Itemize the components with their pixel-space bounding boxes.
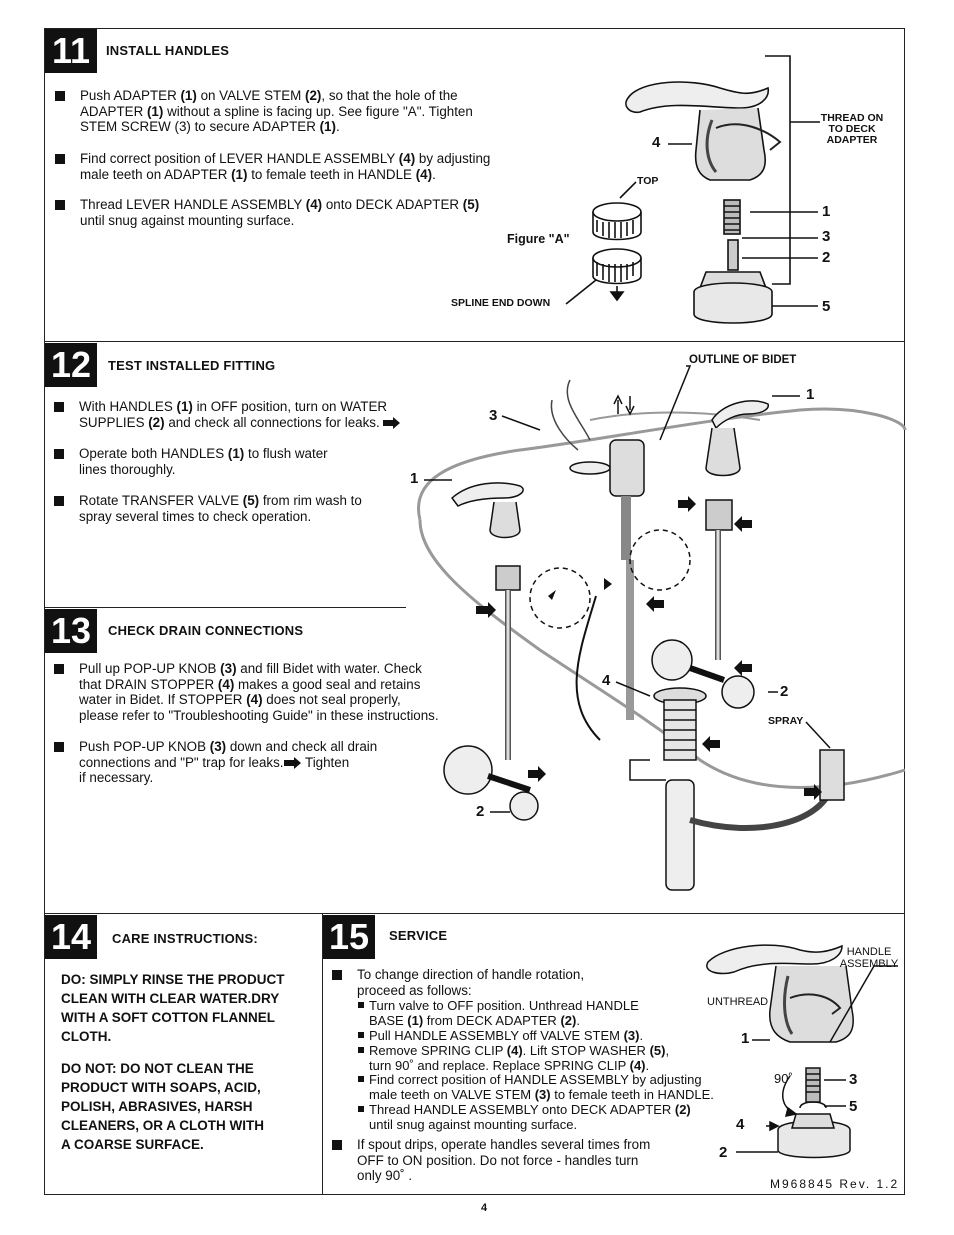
s15-sub-1: Turn valve to OFF position. Unthread HAN…: [358, 998, 709, 1028]
leak-arrow-icon: [283, 757, 301, 770]
step-title-15: SERVICE: [389, 928, 448, 943]
s13-bullet-1: Pull up POP-UP KNOB (3) and fill Bidet w…: [54, 661, 499, 723]
step-number-14: 14: [45, 915, 97, 959]
step-number-15: 15: [323, 915, 375, 959]
s12-bullet-2: Operate both HANDLES (1) to flush water …: [54, 446, 419, 477]
step-number-11: 11: [45, 29, 97, 73]
s15-sub-2: Pull HANDLE ASSEMBLY off VALVE STEM (3).: [358, 1028, 709, 1043]
step-title-14: CARE INSTRUCTIONS:: [112, 931, 258, 946]
bullet-square: [55, 200, 65, 210]
document-code: M968845 Rev. 1.2: [770, 1177, 900, 1191]
s12-bullet-3: Rotate TRANSFER VALVE (5) from rim wash …: [54, 493, 419, 524]
s11-bullet-3: Thread LEVER HANDLE ASSEMBLY (4) onto DE…: [55, 197, 550, 228]
bullet-square: [55, 91, 65, 101]
callout-3: 3: [849, 1071, 858, 1088]
label-outline-of-bidet: OUTLINE OF BIDET: [689, 354, 797, 366]
step-number-12: 12: [45, 343, 97, 387]
divider-13-14: [44, 913, 905, 914]
page-number: 4: [481, 1202, 488, 1214]
callout-4: 4: [652, 134, 661, 151]
bullet-square: [54, 449, 64, 459]
s12-bullet-1: With HANDLES (1) in OFF position, turn o…: [54, 399, 439, 430]
bullet-square: [332, 1140, 342, 1150]
sub-bullet: [358, 1076, 364, 1082]
step-title-13: CHECK DRAIN CONNECTIONS: [108, 623, 304, 638]
bullet-square: [55, 154, 65, 164]
leak-arrow-icon: [383, 417, 401, 430]
divider-14-15: [322, 913, 323, 1195]
page-frame: [44, 28, 905, 1195]
s15-sub-5: Thread HANDLE ASSEMBLY onto DECK ADAPTER…: [358, 1102, 729, 1132]
s15-sub-4: Find correct position of HANDLE ASSEMBLY…: [358, 1072, 769, 1102]
divider-11-12: [44, 341, 905, 342]
callout-1: 1: [822, 203, 831, 220]
s15-bullet-2: If spout drips, operate handles several …: [332, 1137, 697, 1184]
bullet-square: [54, 664, 64, 674]
label-handle-assembly: HANDLE ASSEMBLY: [839, 946, 899, 970]
sub-bullet: [358, 1047, 364, 1053]
callout-2-left: 2: [476, 803, 485, 820]
callout-2: 2: [719, 1144, 728, 1161]
bullet-square: [54, 742, 64, 752]
s11-bullet-1: Push ADAPTER (1) on VALVE STEM (2), so t…: [55, 88, 550, 135]
label-top: TOP: [637, 175, 659, 187]
sub-bullet: [358, 1002, 364, 1008]
bullet-square: [332, 970, 342, 980]
step-number-13: 13: [45, 609, 97, 653]
sub-bullet: [358, 1106, 364, 1112]
s11-bullet-2: Find correct position of LEVER HANDLE AS…: [55, 151, 550, 182]
step-title-11: INSTALL HANDLES: [106, 43, 230, 58]
step-title-12: TEST INSTALLED FITTING: [108, 358, 276, 373]
callout-2-right: 2: [780, 683, 789, 700]
bullet-square: [54, 402, 64, 412]
callout-1-left: 1: [410, 470, 419, 487]
callout-1-right: 1: [806, 386, 815, 403]
s15-sub-3: Remove SPRING CLIP (4). Lift STOP WASHER…: [358, 1043, 729, 1073]
callout-4: 4: [602, 672, 611, 689]
s13-bullet-2: Push POP-UP KNOB (3) down and check all …: [54, 739, 439, 786]
s15-bullet-1: To change direction of handle rotation,p…: [332, 967, 687, 998]
label-90-degrees: 90˚: [774, 1071, 793, 1086]
callout-3: 3: [822, 228, 831, 245]
callout-2: 2: [822, 249, 831, 266]
callout-5: 5: [849, 1098, 858, 1115]
label-spline-end-down: SPLINE END DOWN: [451, 297, 551, 309]
sub-bullet: [358, 1032, 364, 1038]
callout-5: 5: [822, 298, 831, 315]
divider-12-13: [44, 607, 406, 608]
callout-1: 1: [741, 1030, 750, 1047]
callout-4: 4: [736, 1116, 745, 1133]
bullet-square: [54, 496, 64, 506]
callout-3: 3: [489, 407, 498, 424]
label-figure-a: Figure "A": [507, 232, 570, 246]
label-spray: SPRAY: [768, 715, 804, 727]
label-thread-on-deck-adapter: THREAD ON TO DECK ADAPTER: [820, 112, 884, 146]
label-unthread: UNTHREAD: [707, 996, 769, 1008]
